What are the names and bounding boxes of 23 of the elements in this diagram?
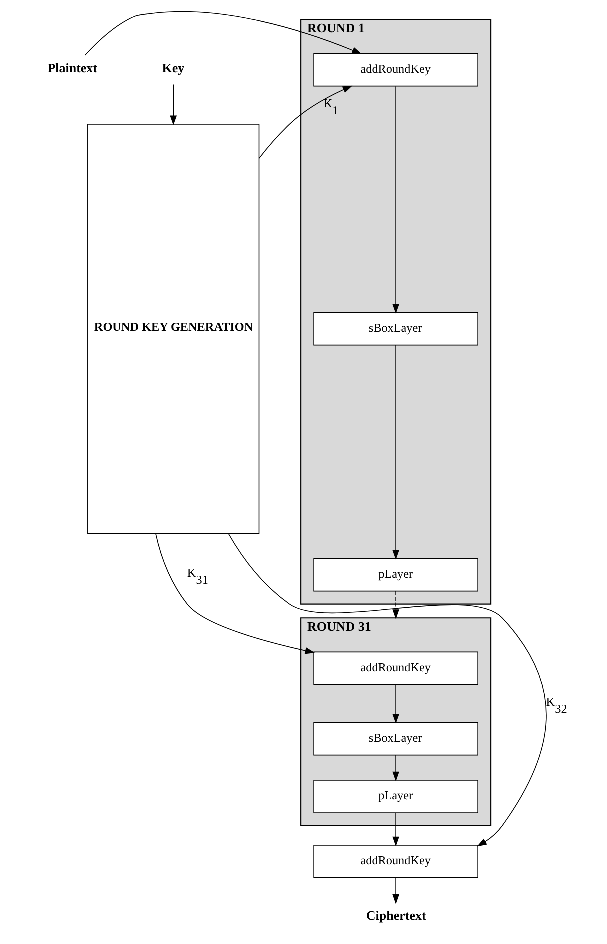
- arrow: [392, 345, 400, 560]
- node-box: pLayer: [314, 558, 478, 592]
- arrow: [392, 812, 400, 847]
- node-box: addRoundKey: [314, 652, 478, 686]
- node-box: sBoxLayer: [314, 722, 478, 756]
- arrow: [392, 684, 400, 724]
- arrow: [84, 11, 362, 56]
- arrow: [228, 533, 547, 847]
- arrow: [392, 755, 400, 782]
- node-box: addRoundKey: [314, 845, 478, 878]
- arrow: [170, 84, 177, 126]
- node-text: Plaintext: [48, 60, 98, 76]
- node-box: pLayer: [314, 780, 478, 814]
- node-box: addRoundKey: [314, 53, 478, 87]
- node-box: sBoxLayer: [314, 312, 478, 346]
- arrow: [392, 86, 400, 314]
- arrow: [258, 86, 353, 159]
- node-box: ROUND KEY GENERATION: [88, 124, 260, 534]
- node-text: Key: [162, 60, 185, 76]
- arrow: [392, 878, 400, 904]
- node-text: Ciphertext: [366, 908, 426, 923]
- arrow: [392, 591, 400, 620]
- arrow: [156, 533, 316, 654]
